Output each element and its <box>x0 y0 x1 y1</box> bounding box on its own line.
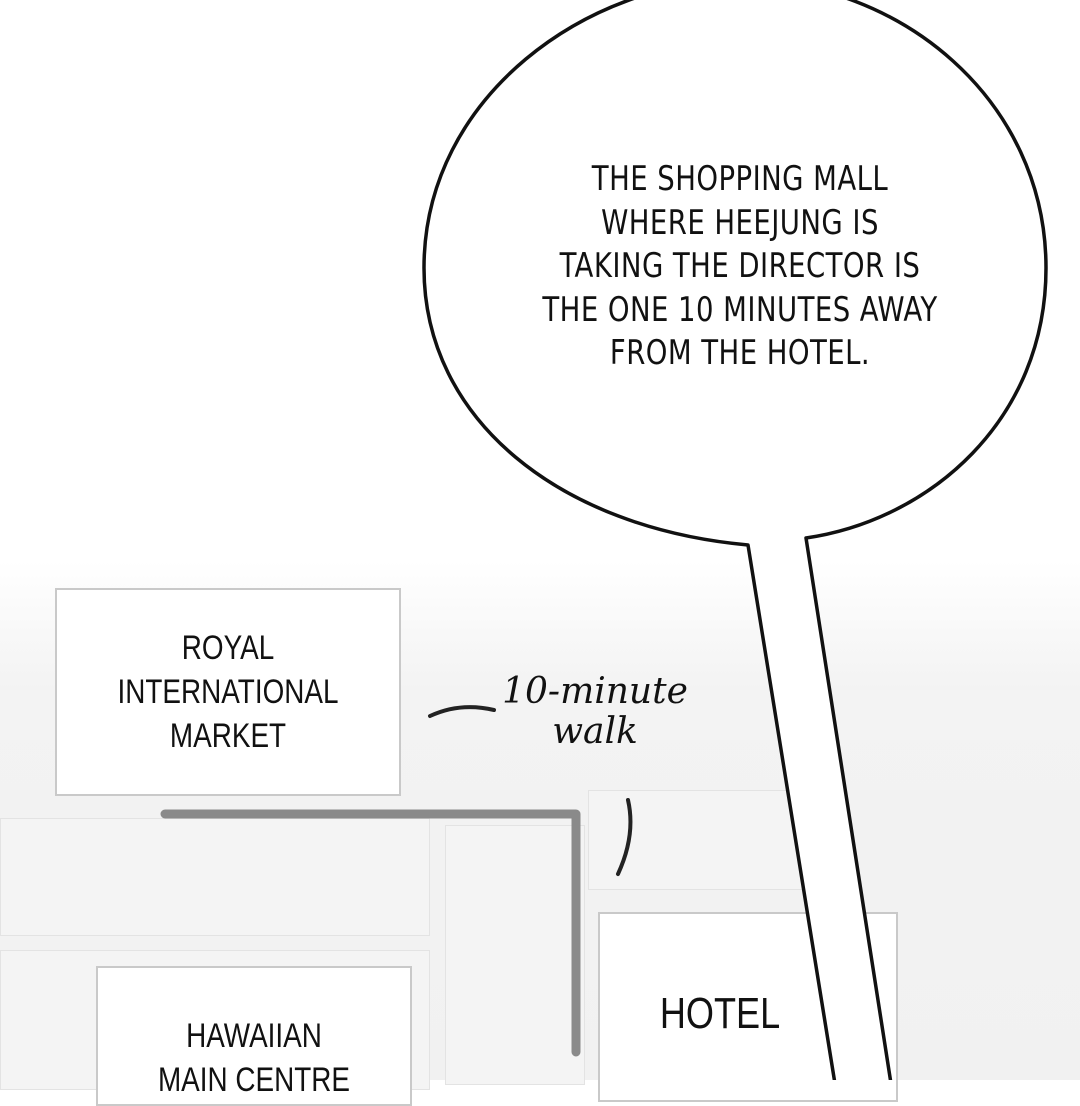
hawaiian-line-1: HAWAIIAN <box>186 1017 322 1055</box>
route-line <box>160 809 581 1057</box>
walk-note-line-2: walk <box>552 711 638 752</box>
bubble-line-4: THE ONE 10 MINUTES AWAY <box>542 289 938 330</box>
speech-bubble-text: THE SHOPPING MALL WHERE HEEJUNG IS TAKIN… <box>497 158 983 376</box>
walk-note: 10-minute walk <box>490 672 700 752</box>
hotel-label: HOTEL <box>622 988 819 1040</box>
bubble-line-3: TAKING THE DIRECTOR IS <box>559 246 921 286</box>
hotel-label-text: HOTEL <box>659 989 781 1038</box>
walk-stroke-left <box>428 705 496 718</box>
bubble-line-2: WHERE HEEJUNG IS <box>601 202 879 243</box>
bubble-line-5: FROM THE HOTEL. <box>609 333 871 373</box>
royal-market-line-3: MARKET <box>169 717 287 755</box>
drawing-layer <box>160 0 1048 1080</box>
royal-international-market-label: ROYAL INTERNATIONAL MARKET <box>86 626 370 758</box>
royal-market-line-2: INTERNATIONAL <box>117 673 339 711</box>
walk-stroke-lower <box>616 798 633 876</box>
speech-bubble <box>422 0 1048 1080</box>
royal-market-line-1: ROYAL <box>181 629 275 667</box>
royal-international-market-block <box>55 588 401 796</box>
map-tile <box>588 790 818 890</box>
walk-note-line-1: 10-minute <box>502 671 688 712</box>
bubble-line-1: THE SHOPPING MALL <box>591 159 889 199</box>
map-tile <box>0 818 430 936</box>
